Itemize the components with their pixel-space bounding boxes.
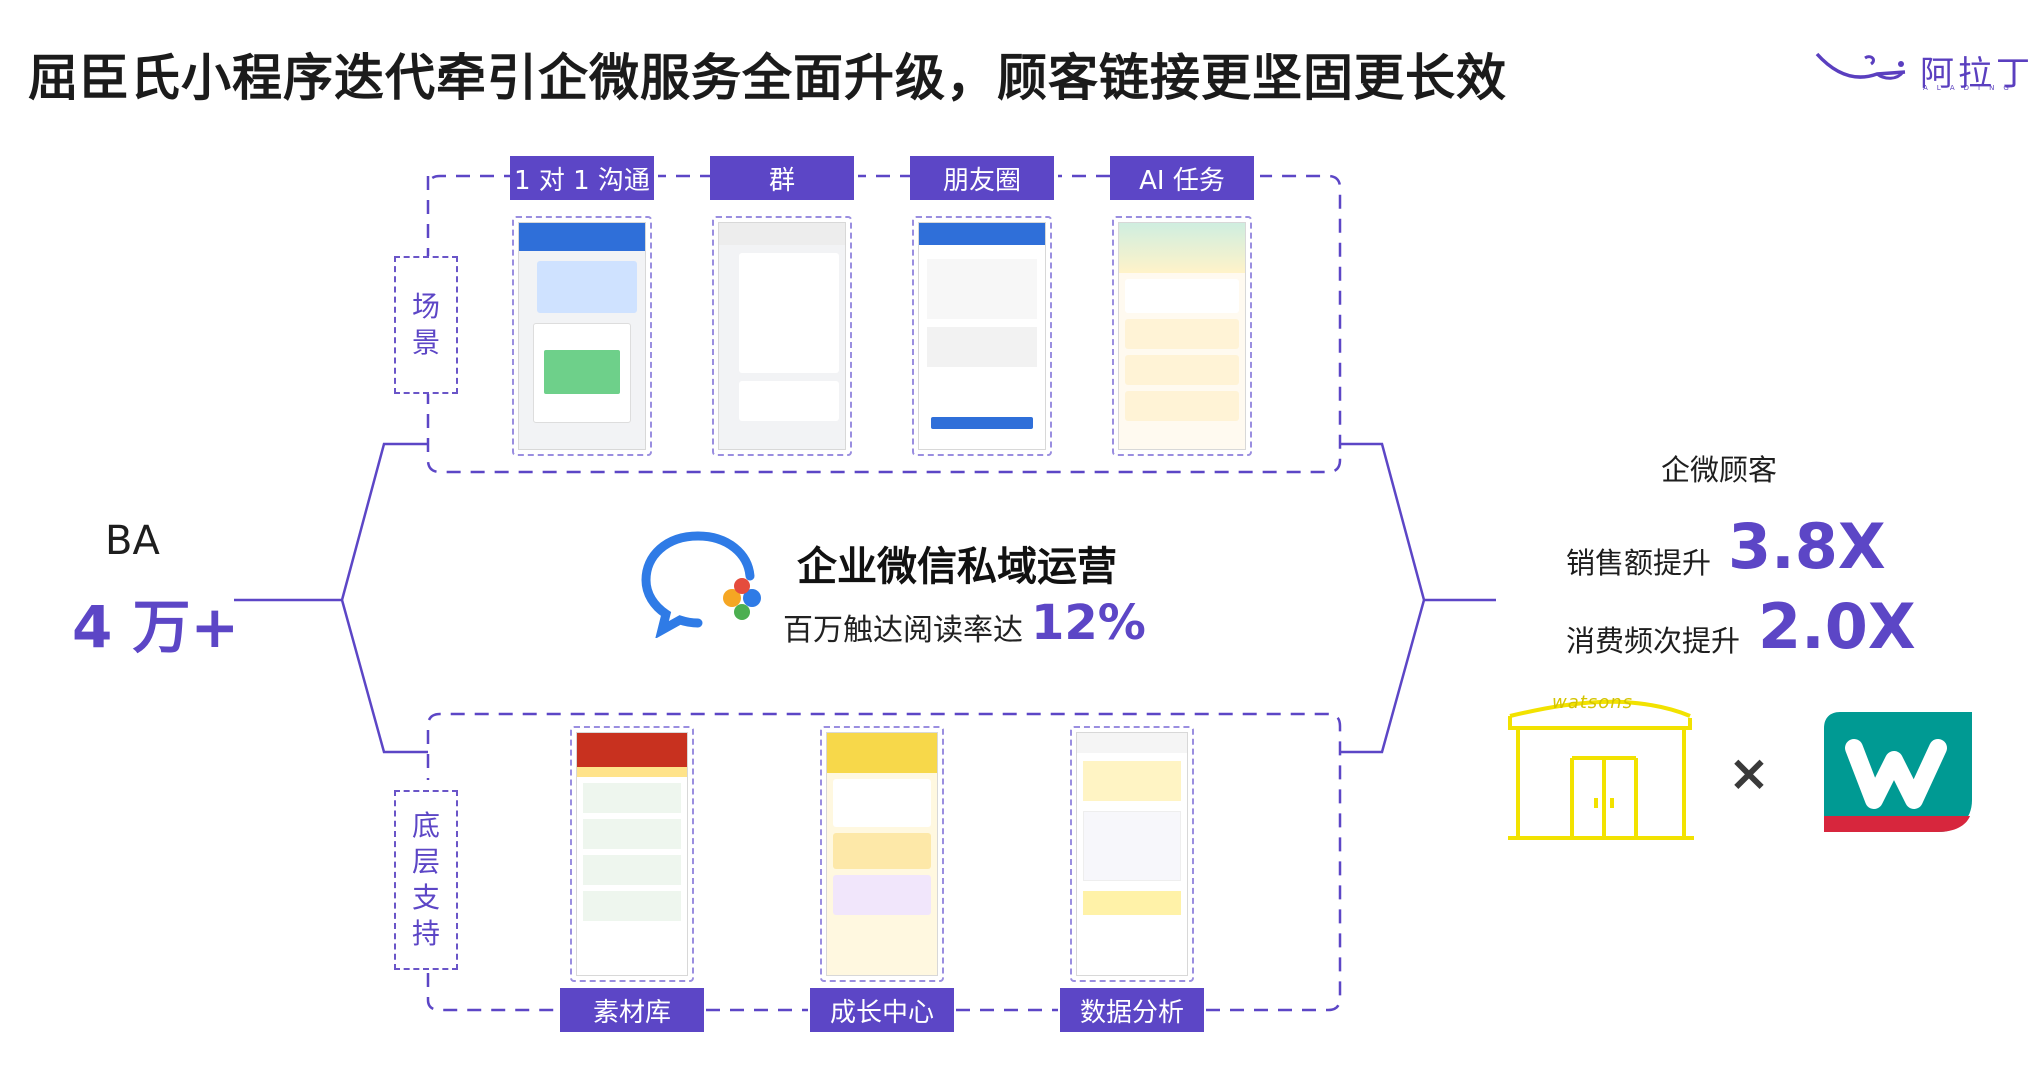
store-sign: watsons <box>1552 692 1633 713</box>
brand-logo: 阿拉丁 ALADING <box>1815 44 2028 94</box>
support-label-line: 层 <box>411 845 440 878</box>
tab-group[interactable]: 群 <box>710 156 854 200</box>
tab-ai-task[interactable]: AI 任务 <box>1110 156 1254 200</box>
support-label-line: 底 <box>411 809 440 842</box>
scene-label-line: 景 <box>411 326 440 359</box>
scene-label: 场 景 <box>394 256 458 394</box>
metric-value-frequency: 2.0X <box>1758 590 1916 663</box>
phone-screenshot-analytics <box>1070 726 1194 982</box>
chat-screen <box>518 222 646 450</box>
moments-screen <box>918 222 1046 450</box>
phone-screenshot-chat <box>512 216 652 456</box>
phone-screenshot-moments <box>912 216 1052 456</box>
analytics-screen <box>1076 732 1188 976</box>
phone-screenshot-ai-task <box>1112 216 1252 456</box>
brand-subtitle: ALADING <box>1923 84 2018 92</box>
center-read-rate: 12% <box>1031 595 1146 651</box>
support-label-line: 支 <box>411 881 440 914</box>
tab-growth-center[interactable]: 成长中心 <box>810 988 954 1032</box>
phone-screenshot-growth <box>820 726 944 982</box>
tab-moments[interactable]: 朋友圈 <box>910 156 1054 200</box>
support-label-line: 持 <box>411 917 440 950</box>
store-icon: watsons <box>1504 688 1696 842</box>
ai-task-screen <box>1118 222 1246 450</box>
phone-screenshot-materials <box>570 726 694 982</box>
store-drawing <box>1508 699 1694 840</box>
watsons-logo-icon <box>1820 708 1980 836</box>
scene-label-line: 场 <box>411 290 440 323</box>
ba-value: 4 万+ <box>72 593 240 661</box>
times-sign: × <box>1728 744 1770 802</box>
growth-screen <box>826 732 938 976</box>
wecom-icon <box>641 531 761 638</box>
metric-label-frequency: 消费频次提升 <box>1566 624 1741 658</box>
tab-data-analysis[interactable]: 数据分析 <box>1060 988 1204 1032</box>
page-title: 屈臣氏小程序迭代牵引企微服务全面升级，顾客链接更坚固更长效 <box>28 49 1507 107</box>
metric-label-sales: 销售额提升 <box>1566 546 1712 580</box>
materials-screen <box>576 732 688 976</box>
tab-one-on-one[interactable]: 1 对 1 沟通 <box>510 156 654 200</box>
ba-label: BA <box>105 518 160 564</box>
tab-material-library[interactable]: 素材库 <box>560 988 704 1032</box>
lamp-icon <box>1815 52 1906 80</box>
center-subtitle: 百万触达阅读率达 <box>783 613 1023 648</box>
support-label: 底 层 支 持 <box>394 790 458 970</box>
metric-value-sales: 3.8X <box>1728 510 1886 583</box>
brand-name: 阿拉丁 <box>1920 54 2028 94</box>
right-title: 企微顾客 <box>1661 453 1778 487</box>
watsons-logo <box>1824 712 1972 832</box>
center-title: 企业微信私域运营 <box>797 544 1117 590</box>
phone-screenshot-group <box>712 216 852 456</box>
group-screen <box>718 222 846 450</box>
